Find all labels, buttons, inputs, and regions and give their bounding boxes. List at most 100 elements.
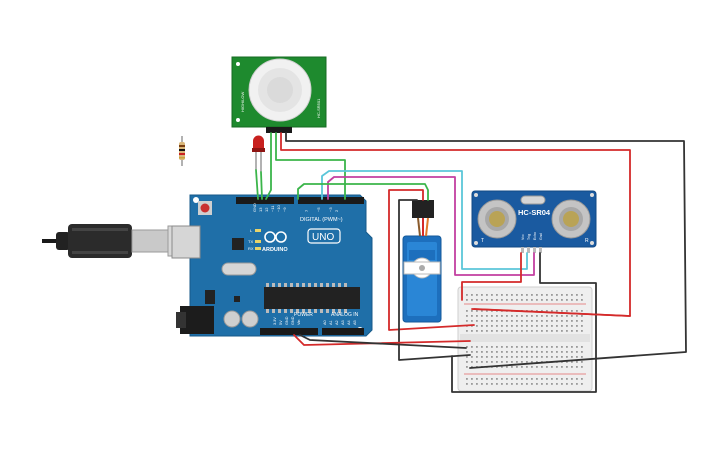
- breadboard-hole[interactable]: [551, 346, 553, 348]
- breadboard-hole[interactable]: [466, 361, 468, 363]
- breadboard-hole[interactable]: [581, 383, 583, 385]
- breadboard-hole[interactable]: [506, 361, 508, 363]
- breadboard-hole[interactable]: [571, 320, 573, 322]
- breadboard-hole[interactable]: [486, 325, 488, 327]
- breadboard-hole[interactable]: [536, 320, 538, 322]
- breadboard-hole[interactable]: [576, 346, 578, 348]
- breadboard-hole[interactable]: [526, 320, 528, 322]
- breadboard-hole[interactable]: [531, 378, 533, 380]
- breadboard-hole[interactable]: [476, 346, 478, 348]
- breadboard-hole[interactable]: [576, 351, 578, 353]
- breadboard-hole[interactable]: [506, 346, 508, 348]
- breadboard-hole[interactable]: [491, 330, 493, 332]
- breadboard-hole[interactable]: [556, 366, 558, 368]
- breadboard-hole[interactable]: [501, 325, 503, 327]
- breadboard-hole[interactable]: [511, 351, 513, 353]
- breadboard-hole[interactable]: [571, 315, 573, 317]
- breadboard-hole[interactable]: [476, 356, 478, 358]
- breadboard-hole[interactable]: [476, 315, 478, 317]
- breadboard-hole[interactable]: [506, 294, 508, 296]
- breadboard-hole[interactable]: [466, 383, 468, 385]
- breadboard-hole[interactable]: [466, 310, 468, 312]
- breadboard-hole[interactable]: [571, 325, 573, 327]
- breadboard-hole[interactable]: [526, 346, 528, 348]
- breadboard-hole[interactable]: [501, 366, 503, 368]
- breadboard-hole[interactable]: [516, 320, 518, 322]
- breadboard-hole[interactable]: [561, 310, 563, 312]
- breadboard-hole[interactable]: [566, 378, 568, 380]
- breadboard-hole[interactable]: [561, 351, 563, 353]
- breadboard-hole[interactable]: [581, 320, 583, 322]
- breadboard-hole[interactable]: [556, 299, 558, 301]
- breadboard-hole[interactable]: [481, 356, 483, 358]
- breadboard-hole[interactable]: [476, 330, 478, 332]
- breadboard-hole[interactable]: [566, 383, 568, 385]
- breadboard-hole[interactable]: [571, 383, 573, 385]
- breadboard-hole[interactable]: [481, 320, 483, 322]
- breadboard-hole[interactable]: [491, 310, 493, 312]
- breadboard-hole[interactable]: [466, 299, 468, 301]
- breadboard-hole[interactable]: [476, 294, 478, 296]
- breadboard-hole[interactable]: [476, 383, 478, 385]
- breadboard-hole[interactable]: [496, 294, 498, 296]
- breadboard-hole[interactable]: [511, 299, 513, 301]
- breadboard-hole[interactable]: [471, 299, 473, 301]
- breadboard-hole[interactable]: [501, 378, 503, 380]
- breadboard-hole[interactable]: [536, 310, 538, 312]
- breadboard-hole[interactable]: [466, 346, 468, 348]
- breadboard-hole[interactable]: [501, 320, 503, 322]
- breadboard-hole[interactable]: [496, 299, 498, 301]
- breadboard-hole[interactable]: [511, 383, 513, 385]
- breadboard-hole[interactable]: [571, 366, 573, 368]
- breadboard-hole[interactable]: [546, 310, 548, 312]
- breadboard-hole[interactable]: [531, 356, 533, 358]
- breadboard-hole[interactable]: [561, 315, 563, 317]
- breadboard-hole[interactable]: [531, 299, 533, 301]
- breadboard-hole[interactable]: [566, 299, 568, 301]
- breadboard-hole[interactable]: [516, 366, 518, 368]
- breadboard-hole[interactable]: [556, 356, 558, 358]
- breadboard-hole[interactable]: [501, 361, 503, 363]
- breadboard-hole[interactable]: [556, 320, 558, 322]
- wire-sr04-black[interactable]: [451, 252, 597, 393]
- breadboard-hole[interactable]: [581, 351, 583, 353]
- wires[interactable]: [255, 132, 687, 393]
- breadboard-hole[interactable]: [581, 310, 583, 312]
- breadboard-hole[interactable]: [506, 320, 508, 322]
- breadboard-hole[interactable]: [581, 330, 583, 332]
- breadboard-hole[interactable]: [511, 346, 513, 348]
- wire-sr04-red[interactable]: [461, 252, 522, 301]
- breadboard-hole[interactable]: [501, 356, 503, 358]
- breadboard-hole[interactable]: [471, 294, 473, 296]
- breadboard-hole[interactable]: [531, 351, 533, 353]
- breadboard-hole[interactable]: [536, 325, 538, 327]
- breadboard-hole[interactable]: [576, 299, 578, 301]
- breadboard-hole[interactable]: [471, 315, 473, 317]
- breadboard-hole[interactable]: [556, 351, 558, 353]
- breadboard-hole[interactable]: [561, 383, 563, 385]
- wire-pir-black[interactable]: [285, 132, 687, 369]
- breadboard-hole[interactable]: [571, 310, 573, 312]
- breadboard-hole[interactable]: [496, 378, 498, 380]
- breadboard-hole[interactable]: [581, 294, 583, 296]
- breadboard-hole[interactable]: [541, 299, 543, 301]
- breadboard-hole[interactable]: [566, 325, 568, 327]
- breadboard-hole[interactable]: [481, 299, 483, 301]
- breadboard-hole[interactable]: [576, 310, 578, 312]
- breadboard-hole[interactable]: [566, 330, 568, 332]
- breadboard-hole[interactable]: [466, 330, 468, 332]
- breadboard-holes[interactable]: [466, 294, 583, 385]
- breadboard-hole[interactable]: [581, 356, 583, 358]
- breadboard-hole[interactable]: [511, 325, 513, 327]
- breadboard-hole[interactable]: [491, 325, 493, 327]
- breadboard-hole[interactable]: [541, 320, 543, 322]
- breadboard-hole[interactable]: [486, 351, 488, 353]
- breadboard-hole[interactable]: [536, 383, 538, 385]
- breadboard-hole[interactable]: [476, 378, 478, 380]
- breadboard-hole[interactable]: [526, 383, 528, 385]
- breadboard-hole[interactable]: [526, 330, 528, 332]
- breadboard-hole[interactable]: [511, 320, 513, 322]
- breadboard-hole[interactable]: [561, 378, 563, 380]
- usb-cable[interactable]: [42, 224, 191, 258]
- breadboard-hole[interactable]: [501, 346, 503, 348]
